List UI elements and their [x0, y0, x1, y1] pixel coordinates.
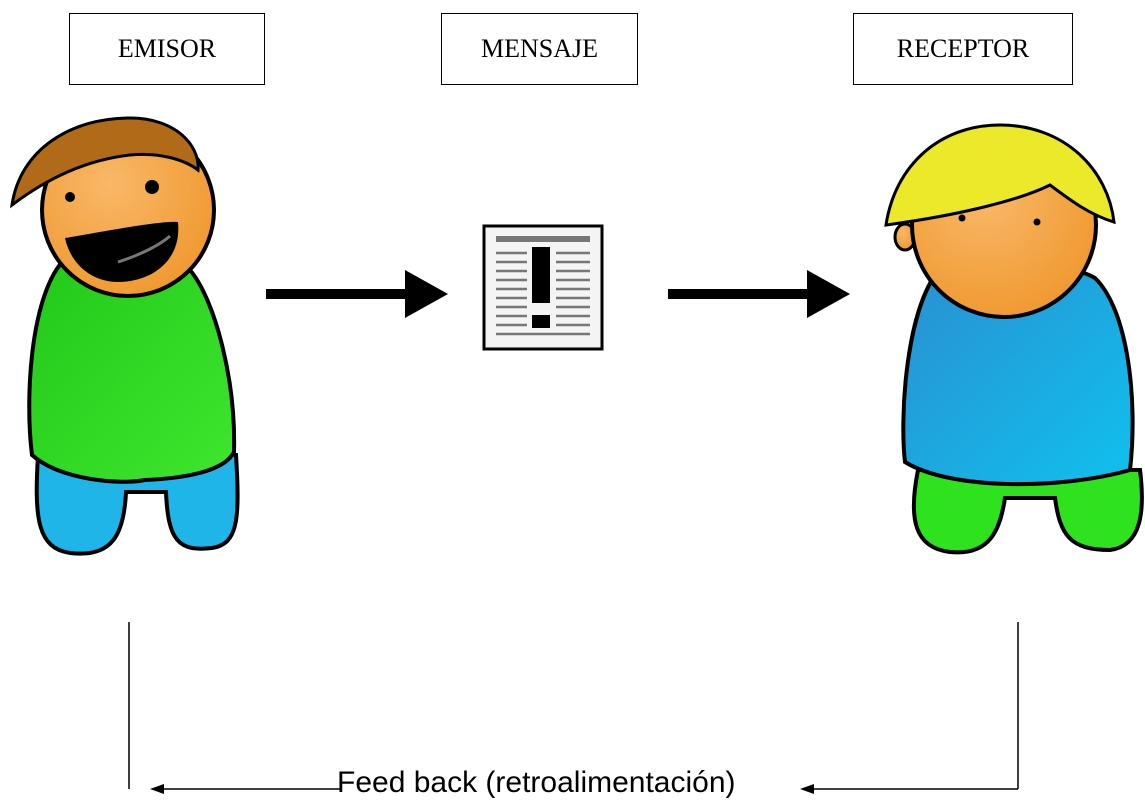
emisor-mouth-shine — [117, 234, 172, 264]
receptor-left-eye — [958, 214, 966, 222]
receptor-character — [884, 123, 1144, 555]
mensaje-label: MENSAJE — [480, 34, 598, 63]
receptor-label: RECEPTOR — [896, 34, 1030, 63]
receptor-label-box: RECEPTOR — [853, 13, 1073, 85]
receptor-right-eye — [1033, 218, 1041, 226]
emisor-right-eye — [145, 180, 159, 194]
receptor-pants — [911, 468, 1144, 555]
emisor-hair — [9, 116, 200, 209]
emisor-mouth — [65, 221, 179, 282]
mensaje-label-box: MENSAJE — [441, 13, 638, 85]
arrow-mensaje-to-receptor — [668, 270, 850, 318]
message-document-icon — [482, 224, 604, 351]
arrow-emisor-to-mensaje — [266, 270, 448, 318]
receptor-hair — [884, 123, 1116, 227]
emisor-left-eye — [65, 192, 75, 202]
feedback-right-arrowhead — [800, 784, 814, 794]
feedback-left-arrowhead — [150, 784, 164, 794]
emisor-character — [9, 116, 240, 556]
emisor-label: EMISOR — [117, 34, 217, 63]
feedback-label: Feed back (retroalimentación) — [337, 766, 736, 799]
emisor-label-box: EMISOR — [69, 13, 265, 85]
feedback-loop: Feed back (retroalimentación) — [128, 622, 1019, 799]
exclamation-mark — [532, 247, 550, 303]
